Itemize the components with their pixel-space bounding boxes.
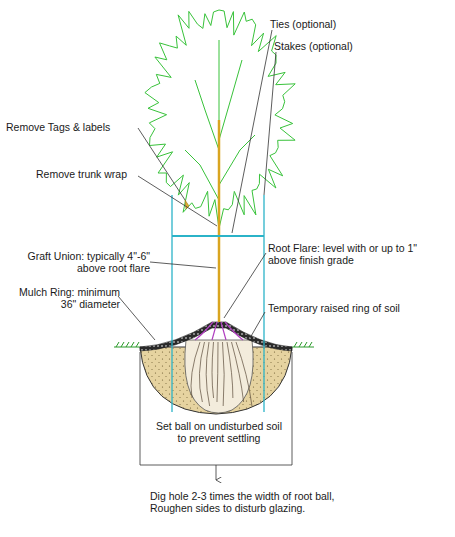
canopy-branch — [219, 60, 242, 140]
note-label: Root Flare: level with or up to 1" above… — [268, 242, 448, 266]
root — [227, 342, 233, 398]
ground-hatch — [309, 342, 312, 347]
root — [232, 342, 244, 402]
root — [199, 342, 204, 402]
roots — [191, 342, 252, 406]
note-label: Temporary raised ring of soil — [268, 302, 448, 314]
canopy-branch — [219, 40, 220, 120]
ground-hatch — [294, 342, 297, 347]
trunk — [218, 120, 221, 322]
ground-hatch — [299, 342, 302, 347]
mulch-ring — [140, 322, 292, 351]
note-label: Stakes (optional) — [274, 40, 404, 52]
hole-bracket — [140, 352, 292, 480]
ground-hatch — [121, 342, 124, 347]
note-label: Mulch Ring: minimum 36" diameter — [4, 286, 120, 310]
note-label: Remove trunk wrap — [36, 168, 140, 180]
root — [191, 342, 200, 398]
note-label: Graft Union: typically 4"-6" above root … — [4, 250, 150, 274]
finish-grade — [114, 342, 314, 347]
note-label: Set ball on undisturbed soil to prevent … — [152, 420, 286, 444]
root — [236, 342, 252, 406]
canopy-branch — [195, 80, 219, 150]
canopy-branch — [185, 150, 219, 200]
note-label: Dig hole 2-3 times the width of root bal… — [150, 490, 350, 514]
ground-hatch — [136, 342, 139, 347]
root — [206, 342, 209, 406]
ground-hatch — [116, 342, 119, 347]
root-flare — [195, 322, 243, 340]
ground-hatch — [126, 342, 129, 347]
note-label: Ties (optional) — [270, 18, 390, 30]
root — [223, 342, 225, 406]
leader-lines — [118, 30, 276, 340]
root — [212, 342, 214, 398]
stakes — [172, 195, 264, 412]
note-label: Remove Tags & labels — [6, 121, 140, 133]
root — [217, 342, 218, 402]
root-ball — [185, 340, 253, 413]
ground-hatch — [131, 342, 134, 347]
ground-hatch — [304, 342, 307, 347]
